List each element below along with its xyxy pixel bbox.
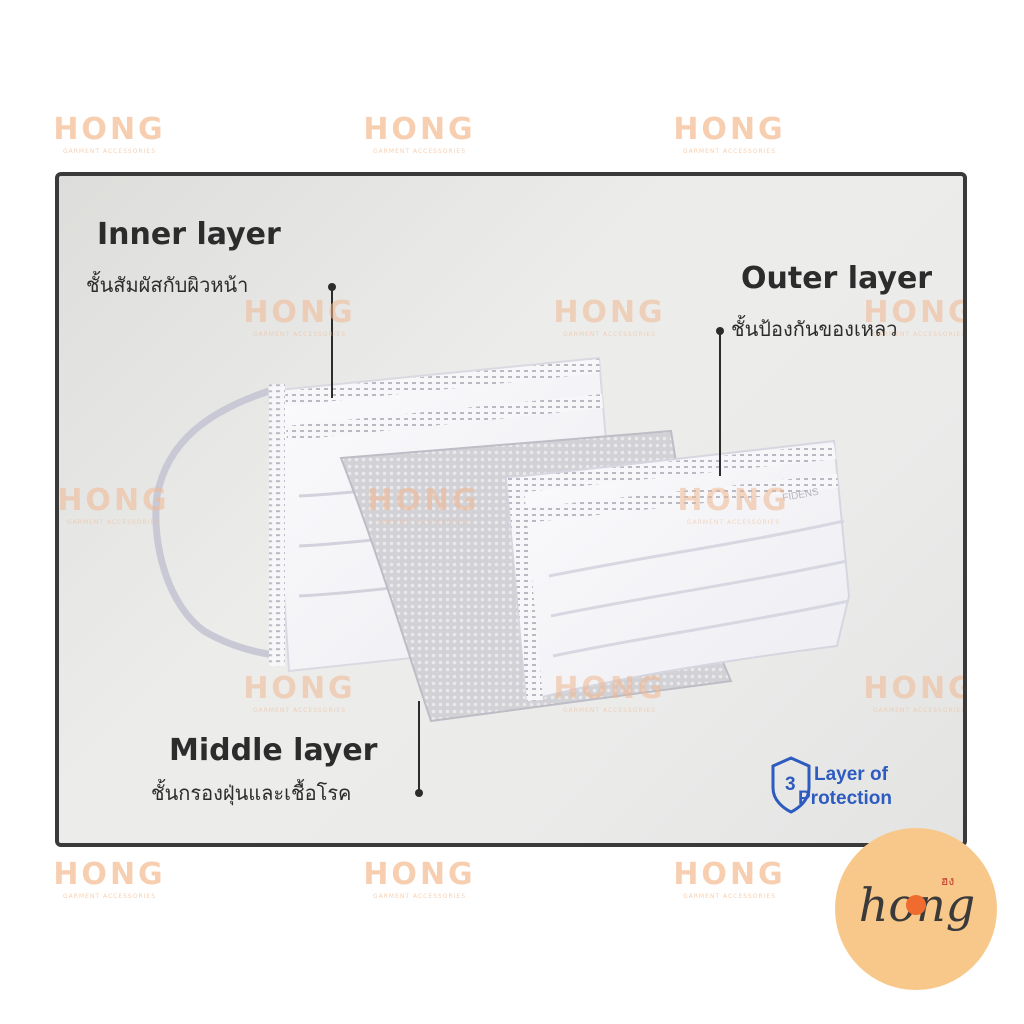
- callout-lines: [328, 283, 724, 797]
- shield-icon: [771, 756, 811, 814]
- outer-layer-title: Outer layer: [741, 261, 933, 296]
- watermark-word: HONG: [53, 857, 166, 892]
- watermark-word: HONG: [673, 112, 786, 147]
- watermark-word: HONG: [363, 112, 476, 147]
- watermark-sub: GARMENT ACCESSORIES: [373, 893, 466, 900]
- watermark-sub: GARMENT ACCESSORIES: [683, 148, 776, 155]
- brand-logo-thai: ฮง: [941, 874, 955, 888]
- watermark-word: HONG: [53, 112, 166, 147]
- badge-line2: Protection: [798, 788, 892, 809]
- inner-layer-subtitle: ชั้นสัมผัสกับผิวหน้า: [86, 273, 249, 297]
- watermark-logo: HONG GARMENT ACCESSORIES: [362, 112, 477, 156]
- outer-layer-subtitle: ชั้นป้องกันของเหลว: [731, 317, 898, 341]
- inner-layer-title: Inner layer: [97, 217, 281, 252]
- watermark-logo: HONG GARMENT ACCESSORIES: [672, 857, 787, 901]
- watermark-sub: GARMENT ACCESSORIES: [683, 893, 776, 900]
- watermark-logo: HONG GARMENT ACCESSORIES: [672, 112, 787, 156]
- watermark-logo: HONG GARMENT ACCESSORIES: [52, 112, 167, 156]
- badge-line1: Layer of: [814, 764, 888, 785]
- watermark-word: HONG: [363, 857, 476, 892]
- watermark-word: HONG: [673, 857, 786, 892]
- mask-layers-panel: FIDENS Inner layer ชั้นสัมผัสกับผิวหน้า …: [55, 172, 967, 847]
- mask-illustration: FIDENS: [152, 283, 851, 814]
- middle-layer-subtitle: ชั้นกรองฝุ่นและเชื้อโรค: [151, 781, 352, 805]
- watermark-sub: GARMENT ACCESSORIES: [63, 148, 156, 155]
- watermark-logo: HONG GARMENT ACCESSORIES: [52, 857, 167, 901]
- watermark-logo: HONG GARMENT ACCESSORIES: [362, 857, 477, 901]
- badge-number: 3: [785, 774, 796, 795]
- watermark-sub: GARMENT ACCESSORIES: [373, 148, 466, 155]
- brand-logo: hong ฮง: [835, 828, 997, 990]
- button-icon: [906, 895, 926, 915]
- outer-mask: FIDENS: [505, 439, 851, 703]
- watermark-sub: GARMENT ACCESSORIES: [63, 893, 156, 900]
- middle-layer-title: Middle layer: [169, 733, 378, 768]
